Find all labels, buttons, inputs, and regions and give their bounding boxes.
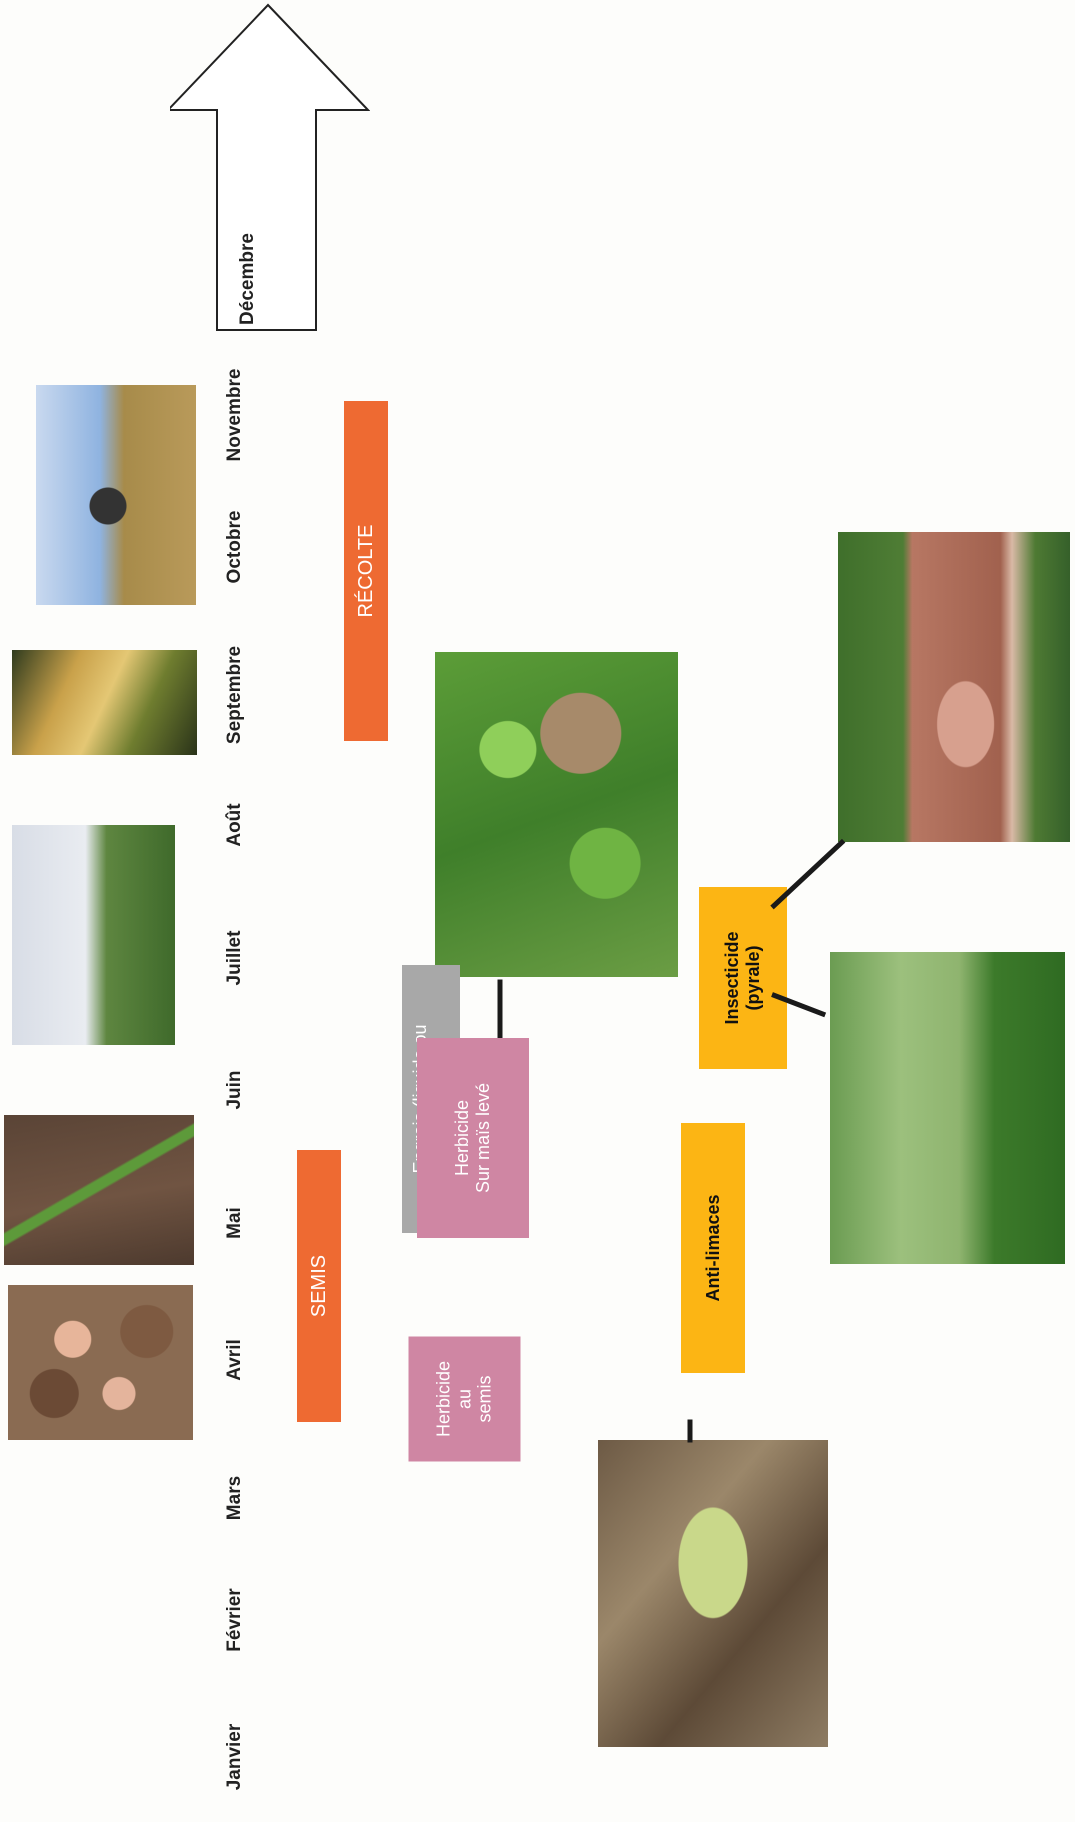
connector-herbicide-photo — [497, 979, 503, 1043]
month-janvier: Janvier — [224, 1723, 245, 1791]
anti-limaces-box: Anti-limaces — [681, 1123, 745, 1373]
weedy-field-photo — [435, 652, 678, 977]
month-novembre: Novembre — [224, 368, 245, 462]
tasseling-maize-photo — [12, 825, 175, 1045]
dry-maize-photo — [12, 650, 197, 755]
timeline-arrow — [170, 3, 370, 331]
recolte-box: RÉCOLTE — [344, 401, 388, 741]
harvest-photo — [36, 385, 196, 605]
month-mai: Mai — [224, 1207, 245, 1239]
month-aout: Août — [224, 803, 245, 847]
herbicide-leve-box: Herbicide Sur maïs levé — [417, 1038, 529, 1238]
pyrale-damage-leaf-photo — [830, 952, 1065, 1264]
month-septembre: Septembre — [224, 645, 245, 745]
seed-sowing-photo — [8, 1285, 193, 1440]
month-decembre: Décembre — [237, 233, 258, 325]
connector-insecticide-larva — [770, 838, 846, 910]
month-mars: Mars — [224, 1475, 245, 1521]
connector-anti-limaces-photo — [687, 1419, 693, 1443]
month-octobre: Octobre — [224, 510, 245, 584]
month-avril: Avril — [224, 1339, 245, 1381]
insecticide-box: Insecticide (pyrale) — [699, 887, 787, 1069]
month-juillet: Juillet — [224, 930, 245, 986]
slug-damage-photo — [598, 1440, 828, 1747]
emerging-maize-photo — [4, 1115, 194, 1265]
month-juin: Juin — [224, 1070, 245, 1110]
herbicide-semis-box: Herbicide au semis — [408, 1336, 521, 1462]
semis-box: SEMIS — [297, 1150, 341, 1422]
month-fevrier: Février — [224, 1588, 245, 1652]
pyrale-larva-photo — [838, 532, 1070, 842]
